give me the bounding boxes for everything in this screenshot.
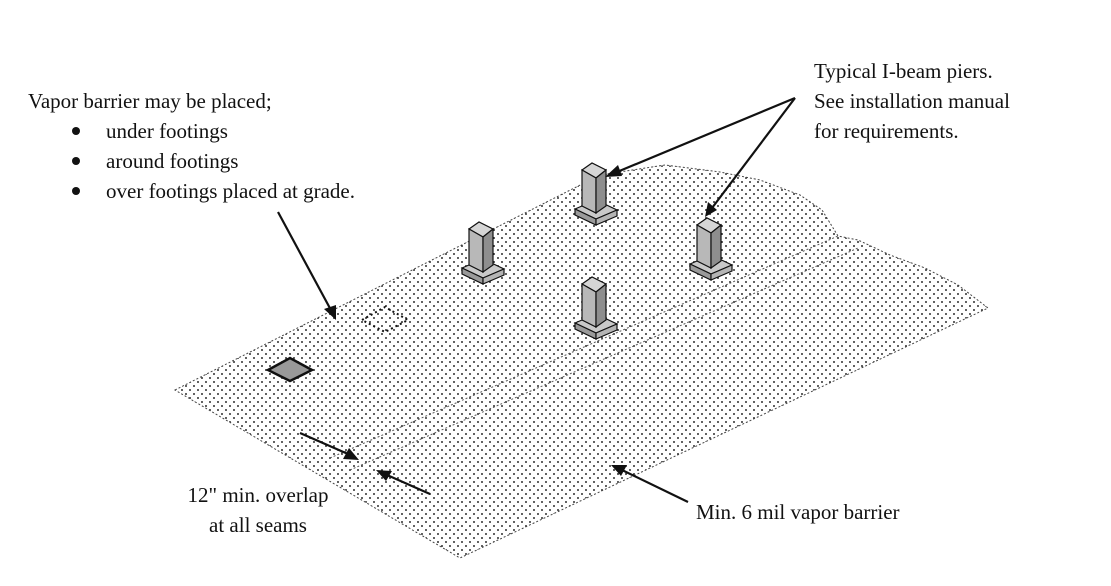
placement-item-label: under footings xyxy=(106,119,228,143)
seam-line-lower xyxy=(349,247,859,471)
leader-barrier xyxy=(611,465,689,503)
vapor-barrier-sheet xyxy=(173,164,989,559)
vapor-barrier-title: Vapor barrier may be placed; xyxy=(28,89,272,113)
leader-piers-1 xyxy=(605,96,796,177)
overlap-note-line2: at all seams xyxy=(209,513,307,537)
footing-solid xyxy=(265,356,315,383)
placement-item-label: around footings xyxy=(106,149,239,173)
bullet-icon xyxy=(72,157,80,165)
placement-list: under footings around footings over foot… xyxy=(68,116,355,206)
leader-piers-2 xyxy=(705,97,796,217)
vapor-barrier-note: Vapor barrier may be placed; under footi… xyxy=(28,86,355,206)
piers-note-line3: for requirements. xyxy=(814,119,959,143)
pier-1 xyxy=(573,162,619,226)
placement-item-around: around footings xyxy=(68,146,355,176)
bullet-icon xyxy=(72,187,80,195)
piers-note: Typical I-beam piers. See installation m… xyxy=(814,56,1010,146)
placement-item-under: under footings xyxy=(68,116,355,146)
placement-item-over: over footings placed at grade. xyxy=(68,176,355,206)
placement-item-label: over footings placed at grade. xyxy=(106,179,355,203)
bullet-icon xyxy=(72,127,80,135)
overlap-note-line1: 12" min. overlap xyxy=(187,483,329,507)
leader-overlap-top xyxy=(299,431,359,460)
overlap-note: 12" min. overlap at all seams xyxy=(158,480,358,540)
piers-note-line1: Typical I-beam piers. xyxy=(814,59,993,83)
leader-overlap-bottom xyxy=(376,470,431,496)
piers-note-line2: See installation manual xyxy=(814,89,1010,113)
seam-line-upper xyxy=(329,235,839,459)
pier-4 xyxy=(573,276,619,340)
barrier-label: Min. 6 mil vapor barrier xyxy=(696,500,900,524)
pier-3 xyxy=(688,217,734,281)
pier-2 xyxy=(460,221,506,285)
leader-vapor-footing xyxy=(277,211,336,320)
